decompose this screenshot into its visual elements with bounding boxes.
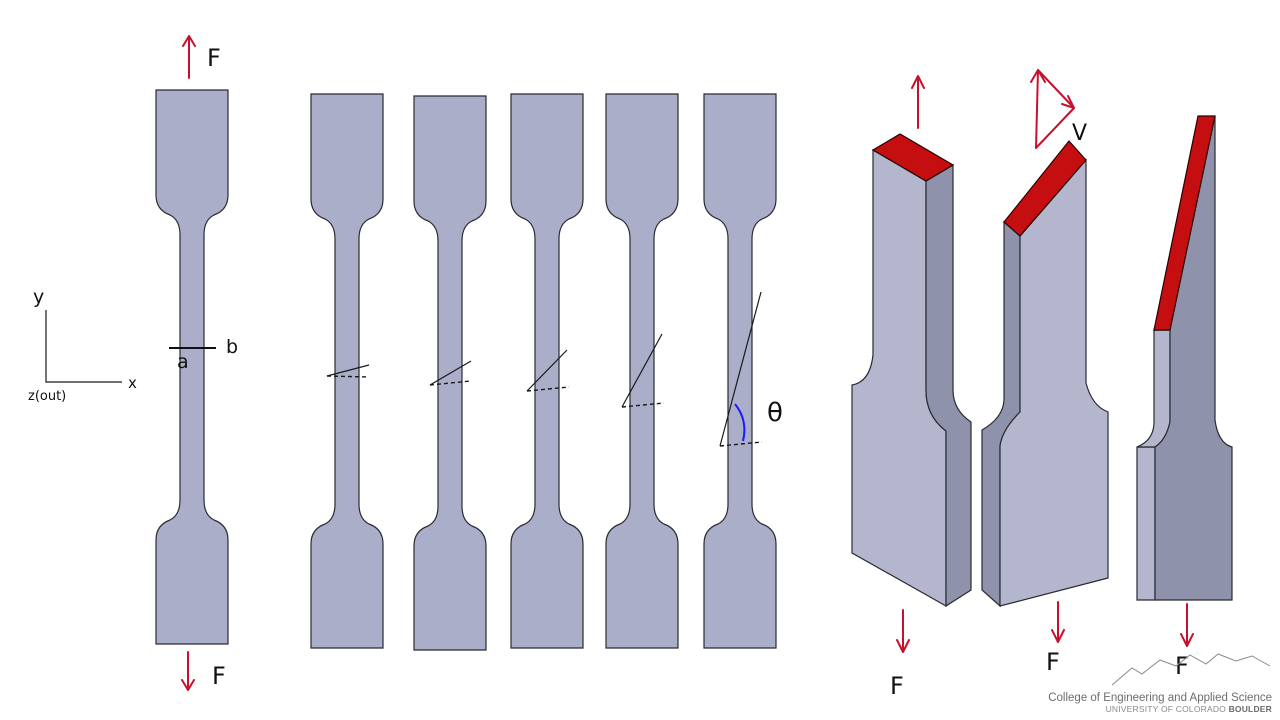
dimension-a-label: a: [177, 351, 189, 373]
axis-x-label: x: [128, 374, 137, 392]
block-3d-2: [981, 140, 1109, 608]
force-label-block2: F: [1046, 648, 1060, 676]
force-label-top-ref: F: [207, 44, 221, 72]
force-arrow-down-ref: [181, 651, 195, 691]
force-arrow-down-block3: [1180, 603, 1194, 647]
force-label-block1: F: [890, 672, 904, 700]
axis-y-label: y: [33, 286, 44, 308]
force-label-bottom-ref: F: [212, 662, 226, 690]
university-name: UNIVERSITY OF COLORADO BOULDER: [1105, 704, 1272, 714]
velocity-arrows: [1030, 69, 1075, 149]
velocity-label: V: [1072, 121, 1087, 146]
mountain-logo: [1111, 653, 1271, 686]
block-3d-3: [1136, 115, 1233, 601]
axis-z-label: z(out): [28, 389, 66, 404]
theta-label: θ: [767, 398, 783, 428]
force-arrow-down-block2: [1051, 601, 1065, 643]
college-name: College of Engineering and Applied Scien…: [1048, 692, 1272, 704]
force-arrow-up-ref: [182, 35, 196, 79]
college-footer: College of Engineering and Applied Scien…: [1048, 692, 1272, 714]
force-arrow-up-block1: [911, 75, 925, 129]
reference-specimen: [155, 89, 229, 645]
force-label-block3: F: [1175, 652, 1189, 680]
coordinate-axes: y x z(out): [28, 286, 137, 404]
block-3d-1: [851, 133, 972, 608]
force-arrow-down-block1: [896, 609, 910, 653]
cut-lines: [326, 291, 763, 447]
dimension-b-label: b: [226, 336, 238, 358]
theta-arc: [734, 403, 746, 442]
